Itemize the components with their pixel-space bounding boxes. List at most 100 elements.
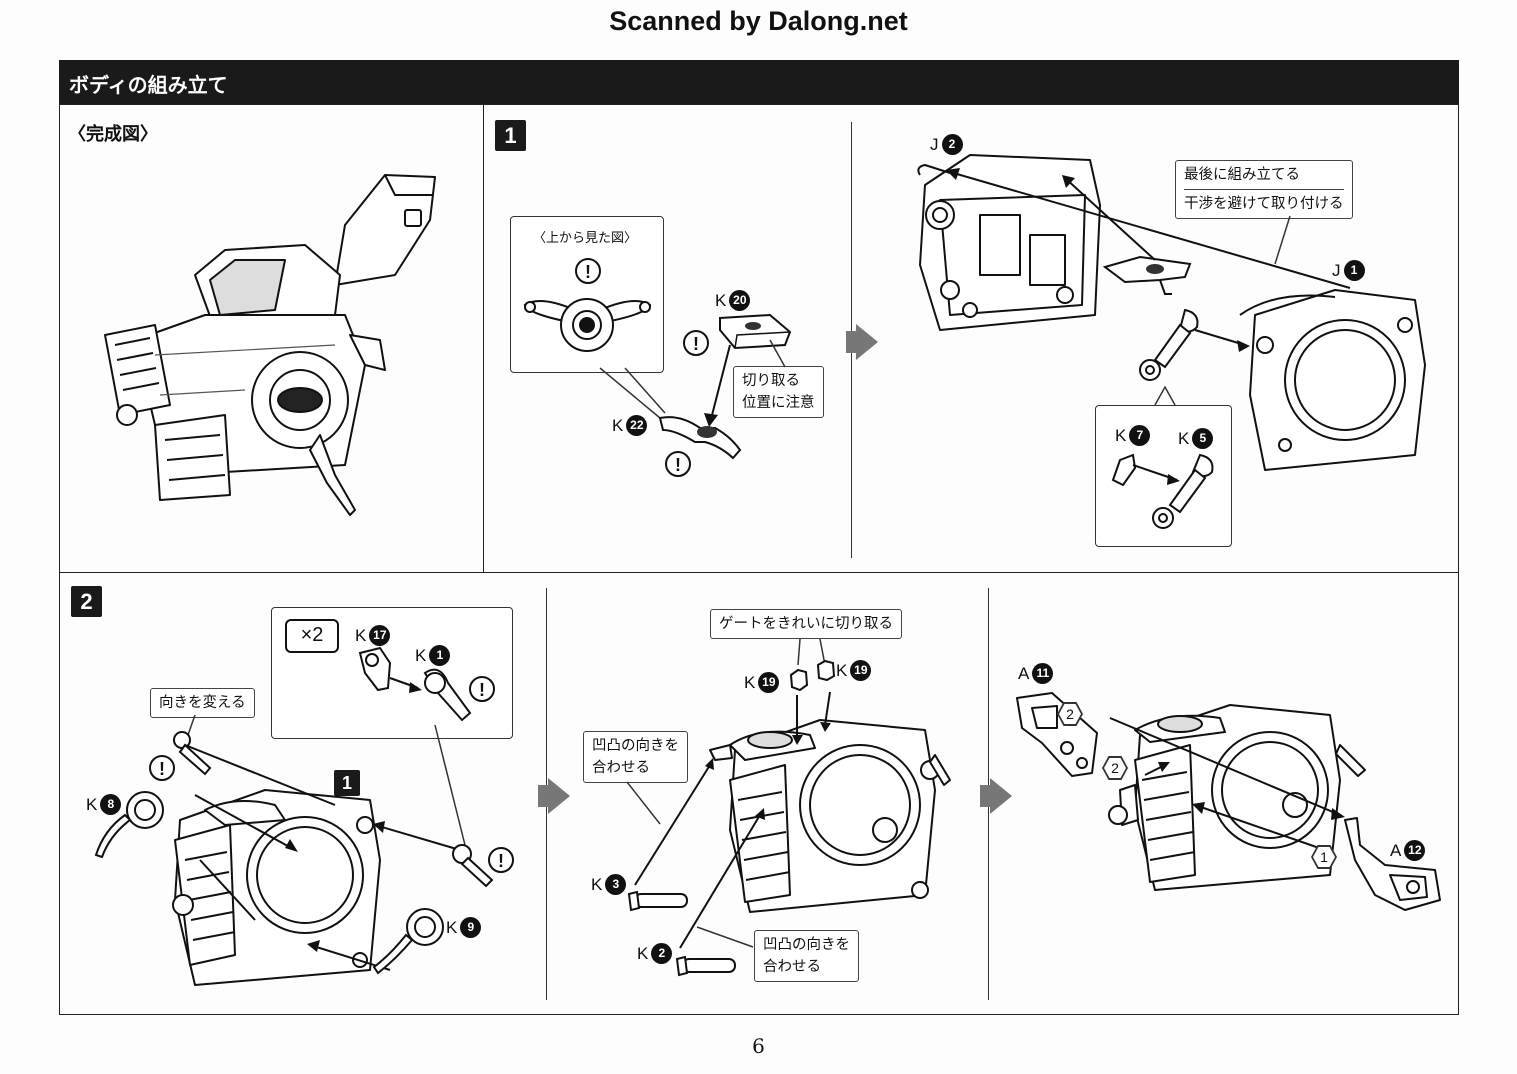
assembly-arrows-step1 [946, 168, 1351, 352]
part-number-badge: 2 [941, 134, 963, 155]
part-letter: K [86, 794, 98, 814]
order-mark: 2 [1057, 702, 1083, 726]
part-letter: K [637, 943, 649, 963]
part-a12-illustration [1344, 817, 1441, 911]
assembly-order-note: 最後に組み立てる 干渉を避けて取り付ける [1175, 160, 1353, 219]
part-number-badge: 7 [1129, 425, 1151, 446]
assembly-arrows-step2b [634, 691, 831, 949]
part-k22-illustration [658, 416, 742, 460]
step2-number: 2 [71, 586, 102, 617]
engine-body-step2c-illustration [1108, 704, 1366, 891]
top-view-label: 〈上から見た図〉 [533, 231, 638, 246]
part-a11-illustration [1016, 692, 1098, 777]
part-k3-illustration [627, 890, 688, 912]
order-mark-number: 2 [1104, 758, 1126, 778]
reference-step-badge: 1 [334, 770, 360, 796]
step1-number: 1 [495, 120, 526, 151]
parts-k17-k1-illustration [358, 646, 472, 722]
note-line: 凹凸の向きを [592, 738, 679, 754]
part-k2-illustration [675, 955, 736, 977]
part-number-badge: 9 [460, 917, 482, 938]
watermark-text: Scanned by Dalong.net [609, 6, 908, 36]
part-letter: K [446, 917, 458, 937]
part-letter: A [1390, 840, 1402, 860]
note-line: 凹凸の向きを [763, 937, 850, 953]
section-header-bar [59, 60, 1459, 104]
warning-icon: ! [575, 258, 601, 284]
warning-icon: ! [665, 451, 691, 477]
part-letter: J [930, 134, 939, 154]
part-k9-illustration [372, 908, 444, 975]
part-k8-illustration [94, 791, 164, 859]
completed-label: 〈完成図〉 [68, 124, 158, 145]
order-mark-number: 1 [1313, 847, 1335, 867]
engine-body-step2b-illustration [709, 719, 951, 913]
assembly-note-pointer [1274, 215, 1291, 265]
order-mark-number: 2 [1059, 704, 1081, 724]
alignment-note-upper-pointer [626, 781, 661, 825]
assembly-arrows-step2c [1109, 717, 1345, 851]
part-letter: A [1018, 663, 1030, 683]
panel-step2 [59, 572, 1459, 1015]
part-k20-mounted-illustration [1102, 255, 1192, 295]
note-line: 最後に組み立てる [1184, 167, 1300, 183]
part-k20-illustration [719, 313, 792, 350]
part-letter: K [415, 645, 427, 665]
section-title: ボディの組み立て [69, 73, 228, 97]
part-number-badge: 19 [758, 672, 780, 693]
quantity-times-badge: ×2 [285, 619, 339, 653]
page-number: 6 [752, 1034, 765, 1058]
part-letter: K [715, 290, 727, 310]
engine-body-step2a-illustration [172, 789, 381, 986]
turn-note-pointer [187, 714, 196, 736]
cut-position-note: 切り取る 位置に注意 [733, 366, 824, 418]
top-view-part-illustration [523, 298, 652, 352]
part-letter: K [591, 874, 603, 894]
parts-k7-k5-illustration [1111, 453, 1214, 529]
part-number-badge: 1 [429, 645, 451, 666]
note-line: 干渉を避けて取り付ける [1184, 196, 1344, 212]
alignment-note-upper: 凹凸の向きを 合わせる [583, 731, 688, 783]
top-view-pointer [599, 367, 666, 419]
turn-direction-note: 向きを変える [150, 688, 255, 718]
order-mark: 2 [1102, 756, 1128, 780]
gate-cut-note: ゲートをきれいに切り取る [710, 609, 902, 639]
part-letter: K [836, 660, 848, 680]
assembly-arrows-step2a [184, 724, 466, 971]
alignment-note-lower: 凹凸の向きを 合わせる [754, 930, 859, 982]
warning-icon: ! [488, 847, 514, 873]
next-step-arrow [846, 324, 878, 360]
assembly-arrow [704, 344, 731, 427]
completed-model-illustration [104, 174, 436, 516]
part-k5-mounted-illustration [1139, 308, 1199, 381]
part-number-badge: 8 [100, 794, 122, 815]
part-number-badge: 11 [1032, 663, 1054, 684]
part-number-badge: 12 [1404, 840, 1426, 861]
body-frame-j2-illustration [917, 154, 1101, 331]
part-letter: K [355, 625, 367, 645]
engine-cover-j1-illustration [1239, 289, 1426, 471]
part-number-badge: 20 [729, 290, 751, 311]
part-number-badge: 1 [1343, 260, 1365, 281]
detail-box-pointer [1154, 385, 1176, 406]
part-k1-small-illustration [452, 844, 494, 888]
cut-note-pointer [769, 339, 786, 368]
warning-icon: ! [469, 676, 495, 702]
note-line: 合わせる [592, 760, 650, 776]
part-number-badge: 3 [605, 874, 627, 895]
part-number-badge: 19 [850, 660, 872, 681]
warning-icon: ! [149, 755, 175, 781]
